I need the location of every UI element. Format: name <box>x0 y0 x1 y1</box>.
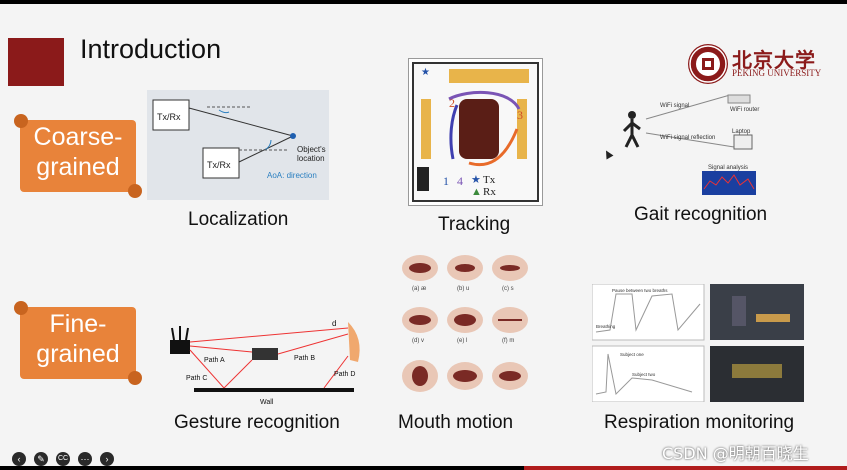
svg-text:Path A: Path A <box>204 357 225 364</box>
svg-text:WiFi signal reflection: WiFi signal reflection <box>660 135 715 141</box>
slide-title: Introduction <box>80 34 222 64</box>
gesture-diagram: Path A Path B Path C Path D Wall d <box>164 316 378 408</box>
university-name-en: PEKING UNIVERSITY <box>732 68 822 78</box>
localization-aoa-label: AoA: direction <box>267 171 317 180</box>
svg-text:1: 1 <box>443 174 449 188</box>
gait-diagram: WiFi signal WiFi router WiFi signal refl… <box>610 89 780 199</box>
caption-mouth: Mouth motion <box>398 412 514 433</box>
fine-grained-banner: Fine- grained <box>14 301 142 385</box>
slide: Introduction 北京大学 PEKING UNIVERSITY Coar… <box>0 4 847 466</box>
svg-text:Laptop: Laptop <box>732 129 751 135</box>
svg-text:(e) l: (e) l <box>457 338 467 344</box>
localization-object-label: Object's <box>297 145 326 154</box>
caption-respiration: Respiration monitoring <box>604 412 795 433</box>
svg-text:WiFi router: WiFi router <box>730 107 759 113</box>
caption-gait: Gait recognition <box>634 204 768 225</box>
prev-slide-icon[interactable]: ‹ <box>12 452 26 466</box>
pen-icon[interactable]: ✎ <box>34 452 48 466</box>
svg-text:4: 4 <box>457 174 463 188</box>
svg-text:(b) u: (b) u <box>457 286 469 292</box>
svg-text:Signal analysis: Signal analysis <box>708 165 748 171</box>
red-accent-line <box>524 466 847 470</box>
svg-text:Path C: Path C <box>186 375 207 382</box>
svg-text:(a) æ: (a) æ <box>412 286 427 292</box>
more-options-icon[interactable]: ⋯ <box>78 452 92 466</box>
mouth-motion-grid: (a) æ (b) u (c) s (d) v (e) l (f) m <box>398 250 532 402</box>
svg-text:Path D: Path D <box>334 371 355 378</box>
localization-txrx-label-2: Tx/Rx <box>207 160 231 170</box>
svg-text:Breathing: Breathing <box>596 324 616 329</box>
svg-text:(c) s: (c) s <box>502 286 514 292</box>
svg-text:▲: ▲ <box>471 186 482 198</box>
caption-tracking: Tracking <box>438 214 511 235</box>
pku-seal-logo <box>688 44 728 84</box>
localization-txrx-label-1: Tx/Rx <box>157 112 181 122</box>
cc-icon[interactable]: CC <box>56 452 70 466</box>
svg-text:(d) v: (d) v <box>412 338 424 344</box>
next-slide-icon[interactable]: › <box>100 452 114 466</box>
svg-text:Wall: Wall <box>260 399 274 406</box>
caption-gesture: Gesture recognition <box>174 412 340 433</box>
svg-text:location: location <box>297 154 325 163</box>
svg-text:Path B: Path B <box>294 355 315 362</box>
svg-text:WiFi signal: WiFi signal <box>660 103 689 109</box>
svg-text:(f) m: (f) m <box>502 338 514 344</box>
respiration-panel: Pause between two breaths Breathing Subj… <box>591 283 804 403</box>
svg-text:Rx: Rx <box>483 186 496 198</box>
caption-localization: Localization <box>188 209 289 230</box>
svg-text:★: ★ <box>471 174 481 186</box>
coarse-grained-banner: Coarse- grained <box>14 114 142 198</box>
localization-diagram: Tx/Rx Tx/Rx Object's location AoA: direc… <box>147 90 329 200</box>
university-name-cn: 北京大学 <box>732 48 816 72</box>
svg-text:Subject two: Subject two <box>632 372 656 377</box>
svg-text:d: d <box>332 319 336 328</box>
svg-text:Subject one: Subject one <box>620 352 644 357</box>
svg-text:Tx: Tx <box>483 174 496 186</box>
svg-text:Pause between two breaths: Pause between two breaths <box>612 288 668 293</box>
title-accent-block <box>8 38 64 86</box>
csdn-watermark: CSDN @明朝百晓生 <box>662 444 809 463</box>
svg-text:2: 2 <box>449 96 455 110</box>
svg-text:3: 3 <box>517 108 523 122</box>
svg-text:★: ★ <box>421 67 430 78</box>
tracking-map: ★ 2 3 1 4 ★ Tx ▲ Rx <box>408 58 543 206</box>
